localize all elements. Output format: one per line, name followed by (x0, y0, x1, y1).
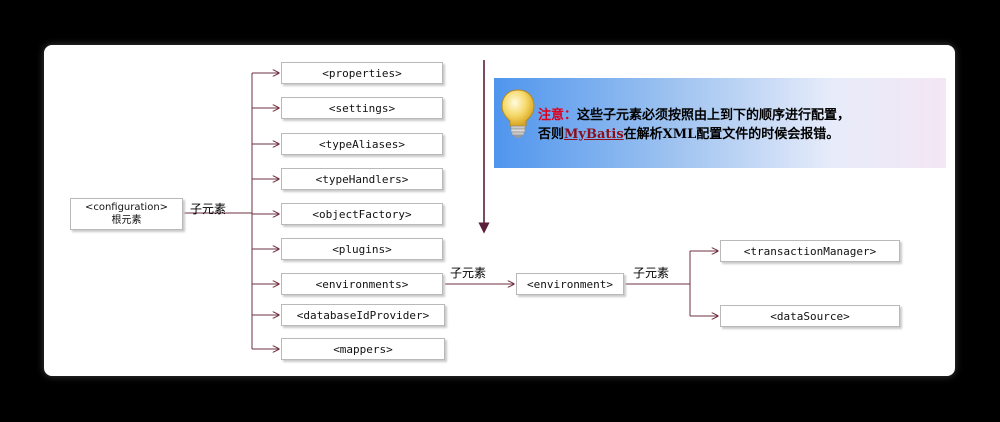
root-caption: 根元素 (111, 215, 142, 226)
node-mappers: <mappers> (281, 338, 445, 360)
order-note-callout: 注意：这些子元素必须按照由上到下的顺序进行配置， 否则MyBatis在解析XML… (494, 78, 946, 168)
node-environment: <environment> (516, 273, 624, 295)
configuration-root-node: <configuration> 根元素 (70, 198, 183, 230)
note-line-2-start: 否则 (538, 127, 565, 142)
node-settings: <settings> (281, 97, 443, 119)
note-text: 注意：这些子元素必须按照由上到下的顺序进行配置， 否则MyBatis在解析XML… (538, 106, 850, 144)
node-transaction-manager: <transactionManager> (720, 240, 900, 262)
child-element-label: 子元素 (633, 266, 670, 280)
node-properties: <properties> (281, 62, 443, 84)
node-object-factory: <objectFactory> (281, 203, 443, 225)
node-type-handlers: <typeHandlers> (281, 168, 443, 190)
node-environments: <environments> (281, 273, 443, 295)
note-line-2-end: 在解析XML配置文件的时候会报错。 (623, 127, 840, 142)
mybatis-keyword: MyBatis (564, 127, 624, 142)
node-data-source: <dataSource> (720, 305, 900, 327)
root-tag: <configuration> (84, 202, 169, 213)
node-plugins: <plugins> (281, 238, 443, 260)
node-database-id-provider: <databaseIdProvider> (281, 304, 445, 326)
node-type-aliases: <typeAliases> (281, 133, 443, 155)
note-lead: 注意： (538, 108, 578, 123)
lightbulb-icon (501, 89, 535, 138)
child-element-label: 子元素 (190, 202, 227, 216)
child-element-label: 子元素 (450, 266, 487, 280)
note-line-1: 这些子元素必须按照由上到下的顺序进行配置， (577, 108, 851, 123)
